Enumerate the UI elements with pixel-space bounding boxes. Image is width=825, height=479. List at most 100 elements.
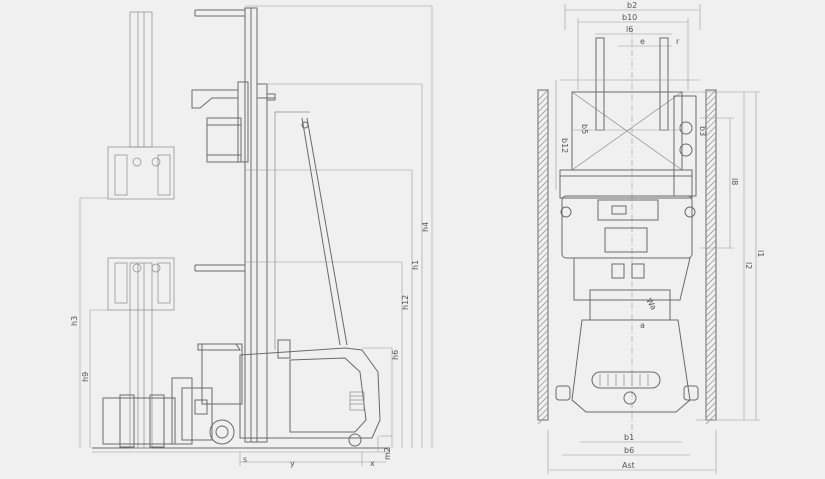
hatch-line	[705, 269, 717, 281]
hatch-line	[537, 281, 549, 293]
hatch-line	[537, 395, 549, 407]
hatch-line	[537, 323, 549, 335]
hatch-line	[705, 365, 717, 377]
hatch-line	[705, 101, 717, 113]
fork-head	[559, 95, 697, 199]
hatch-line	[705, 239, 717, 251]
label-l1: l1	[756, 250, 765, 257]
label-h4: h4	[421, 222, 430, 232]
truck-body	[181, 339, 381, 447]
hatch-line	[705, 389, 717, 401]
label-l6: l6	[626, 25, 633, 34]
label-b10: b10	[622, 13, 637, 22]
label-x: x	[370, 459, 375, 468]
hatch-line	[705, 167, 717, 179]
hatch-line	[537, 203, 549, 215]
outer-mast	[256, 83, 348, 443]
hatch-line	[705, 257, 717, 269]
hatch-line	[537, 149, 549, 161]
hatch-line	[705, 137, 717, 149]
hatch-line	[537, 251, 549, 263]
label-r: r	[676, 37, 680, 46]
hatch-line	[537, 119, 549, 131]
hatch-line	[537, 269, 549, 281]
hatch-line	[705, 161, 717, 173]
hatch-line	[705, 383, 717, 395]
raised-fork-carriage-top	[107, 11, 175, 200]
hatch-line	[537, 233, 549, 245]
hatch-line	[705, 143, 717, 155]
hatch-line	[705, 407, 717, 419]
hatch-line	[705, 191, 717, 203]
label-b5: b5	[580, 124, 589, 134]
hatch-line	[537, 143, 549, 155]
hatch-line	[705, 335, 717, 347]
hatch-line	[705, 209, 717, 221]
hatch-line	[705, 119, 717, 131]
hatch-line	[705, 287, 717, 299]
chassis	[555, 195, 699, 413]
label-l2: l2	[744, 262, 753, 269]
hatch-line	[537, 347, 549, 359]
hatch-line	[705, 329, 717, 341]
hatch-line	[537, 407, 549, 419]
hatch-line	[537, 257, 549, 269]
hatch-line	[537, 275, 549, 287]
hatch-line	[705, 113, 717, 125]
hatch-line	[705, 371, 717, 383]
label-h1: h1	[411, 260, 420, 270]
hatch-line	[705, 227, 717, 239]
hatch-line	[705, 215, 717, 227]
hatch-line	[537, 329, 549, 341]
hatch-line	[537, 191, 549, 203]
hatch-line	[705, 317, 717, 329]
hatch-line	[537, 299, 549, 311]
hatch-line	[705, 293, 717, 305]
hatch-line	[705, 377, 717, 389]
hatch-line	[705, 203, 717, 215]
hatch-line	[537, 377, 549, 389]
hatch-line	[537, 305, 549, 317]
hatch-line	[537, 353, 549, 365]
hatch-line	[537, 359, 549, 371]
hatch-line	[705, 299, 717, 311]
top-dimension-lines	[547, 4, 760, 474]
hatch-line	[705, 179, 717, 191]
label-b3: b3	[698, 126, 707, 136]
hatch-line	[537, 173, 549, 185]
pallet	[571, 28, 683, 440]
hatch-line	[705, 107, 717, 119]
hatch-line	[537, 401, 549, 413]
label-h12: h12	[401, 295, 410, 310]
label-b2: b2	[627, 1, 637, 10]
hatch-line	[705, 221, 717, 233]
side-dimension-lines	[79, 6, 433, 466]
label-wa: Wa	[644, 297, 658, 312]
hatch-line	[537, 245, 549, 257]
label-ast: Ast	[622, 461, 635, 470]
hatch-line	[537, 167, 549, 179]
hatch-line	[537, 335, 549, 347]
hatch-line	[537, 161, 549, 173]
hatch-line	[705, 275, 717, 287]
hatch-line	[705, 413, 717, 425]
label-s: s	[243, 455, 247, 464]
hatch-line	[705, 395, 717, 407]
hatch-line	[537, 383, 549, 395]
hatch-line	[705, 347, 717, 359]
label-e: e	[640, 37, 645, 46]
hatch-line	[537, 215, 549, 227]
hatch-line	[705, 125, 717, 137]
hatch-line	[705, 89, 717, 101]
label-b12: b12	[560, 138, 569, 153]
label-b1: b1	[624, 433, 634, 442]
left-aisle-wall	[537, 89, 549, 425]
hatch-line	[705, 155, 717, 167]
hatch-line	[705, 131, 717, 143]
hatch-line	[705, 305, 717, 317]
hatch-line	[537, 137, 549, 149]
label-h6: h6	[391, 350, 400, 360]
hatch-line	[705, 149, 717, 161]
hatch-line	[537, 287, 549, 299]
hatch-line	[537, 389, 549, 401]
